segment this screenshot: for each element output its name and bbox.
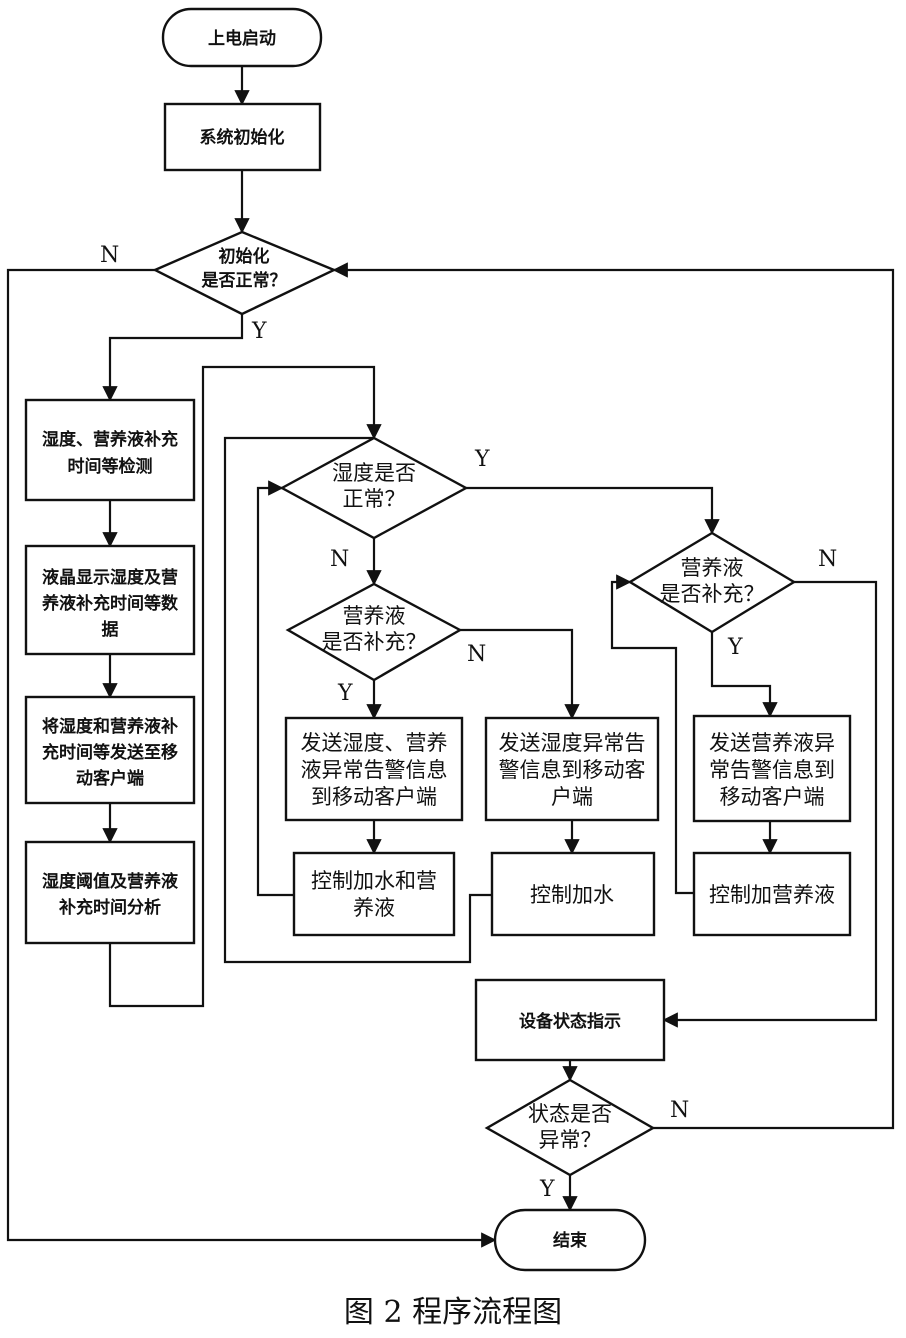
detect-line1: 湿度、营养液补充 <box>42 429 178 450</box>
humidity-ok-line1: 湿度是否 <box>332 461 416 485</box>
label-nutrient-left-y: Y <box>337 681 353 706</box>
status-abnormal-decision: 状态是否 异常？ <box>484 1078 656 1177</box>
alarm-both-process: 发送湿度、营养 液异常告警信息 到移动客户端 <box>284 716 464 822</box>
nutrient-left-line2: 是否补充？ <box>322 630 427 654</box>
ctrl-water-process: 控制加水 <box>490 851 656 937</box>
alarm-nutrient-line2: 常告警信息到 <box>709 758 835 782</box>
label-status-n: N <box>670 1098 689 1123</box>
nutrient-right-line1: 营养液 <box>681 556 744 580</box>
label-nutrient-left-n: N <box>467 642 486 667</box>
end-node: 结束 <box>493 1208 647 1272</box>
start-text: 上电启动 <box>208 28 276 49</box>
analyze-line1: 湿度阈值及营养液 <box>42 871 178 892</box>
branch-labels: N Y Y N N Y N Y N Y <box>100 243 837 1202</box>
alarm-nutrient-process: 发送营养液异 常告警信息到 移动客户端 <box>692 714 852 823</box>
label-init-n: N <box>100 243 119 268</box>
label-nutrient-right-y: Y <box>727 635 743 660</box>
alarm-nutrient-line3: 移动客户端 <box>720 785 825 809</box>
send-mobile-line2: 充时间等发送至移 <box>42 742 178 763</box>
detect-process: 湿度、营养液补充 时间等检测 <box>24 398 196 502</box>
label-init-y: Y <box>251 319 267 344</box>
nutrient-left-line1: 营养液 <box>343 604 406 628</box>
end-text: 结束 <box>553 1230 587 1251</box>
ctrl-both-line1: 控制加水和营 <box>311 869 437 893</box>
alarm-humidity-process: 发送湿度异常告 警信息到移动客 户端 <box>484 716 660 822</box>
alarm-both-line1: 发送湿度、营养 <box>301 731 448 755</box>
ctrl-both-process: 控制加水和营 养液 <box>292 851 456 937</box>
nutrient-right-line2: 是否补充？ <box>660 582 765 606</box>
analyze-line2: 补充时间分析 <box>58 897 161 918</box>
status-abnormal-line1: 状态是否 <box>528 1102 612 1126</box>
init-ok-line2: 是否正常？ <box>202 270 287 291</box>
lcd-line3: 据 <box>102 619 119 640</box>
status-indicator-text: 设备状态指示 <box>519 1011 621 1032</box>
init-text: 系统初始化 <box>200 127 285 148</box>
status-indicator-process: 设备状态指示 <box>474 978 666 1062</box>
status-abnormal-line2: 异常？ <box>539 1128 602 1152</box>
humidity-ok-decision: 湿度是否 正常？ <box>279 436 469 540</box>
ctrl-nutrient-process: 控制加营养液 <box>692 851 852 937</box>
label-nutrient-right-n: N <box>818 547 837 572</box>
init-ok-line1: 初始化 <box>219 246 270 267</box>
nutrient-right-decision: 营养液 是否补充？ <box>627 531 797 634</box>
ctrl-both-line1b: 养液 <box>353 896 395 920</box>
analyze-process: 湿度阈值及营养液 补充时间分析 <box>24 840 196 945</box>
init-ok-decision: 初始化 是否正常？ <box>152 230 337 316</box>
alarm-both-line2: 液异常告警信息 <box>301 758 448 782</box>
alarm-humidity-line3: 户端 <box>551 785 593 809</box>
ctrl-nutrient-text: 控制加营养液 <box>709 883 835 907</box>
init-process: 系统初始化 <box>163 102 322 172</box>
ctrl-water-text: 控制加水 <box>530 883 614 907</box>
send-mobile-line1: 将湿度和营养液补 <box>42 716 178 737</box>
figure-caption: 图 2 程序流程图 <box>344 1295 562 1330</box>
alarm-nutrient-line1: 发送营养液异 <box>709 731 835 755</box>
humidity-ok-line2: 正常？ <box>343 487 406 511</box>
lcd-line2: 养液补充时间等数 <box>41 593 179 614</box>
start-node: 上电启动 <box>161 7 323 68</box>
alarm-both-line3: 到移动客户端 <box>311 785 437 809</box>
send-mobile-process: 将湿度和营养液补 充时间等发送至移 动客户端 <box>24 695 196 805</box>
label-humidity-y: Y <box>474 447 490 472</box>
nutrient-left-decision: 营养液 是否补充？ <box>285 582 463 682</box>
alarm-humidity-line1: 发送湿度异常告 <box>499 731 646 755</box>
lcd-line1: 液晶显示湿度及营 <box>42 567 178 588</box>
connectors <box>6 66 895 1248</box>
detect-line2: 时间等检测 <box>68 456 153 477</box>
label-humidity-n: N <box>330 547 349 572</box>
send-mobile-line3: 动客户端 <box>76 768 144 789</box>
alarm-humidity-line2: 警信息到移动客 <box>499 758 646 782</box>
lcd-process: 液晶显示湿度及营 养液补充时间等数 据 <box>24 544 196 656</box>
label-status-y: Y <box>539 1177 555 1202</box>
